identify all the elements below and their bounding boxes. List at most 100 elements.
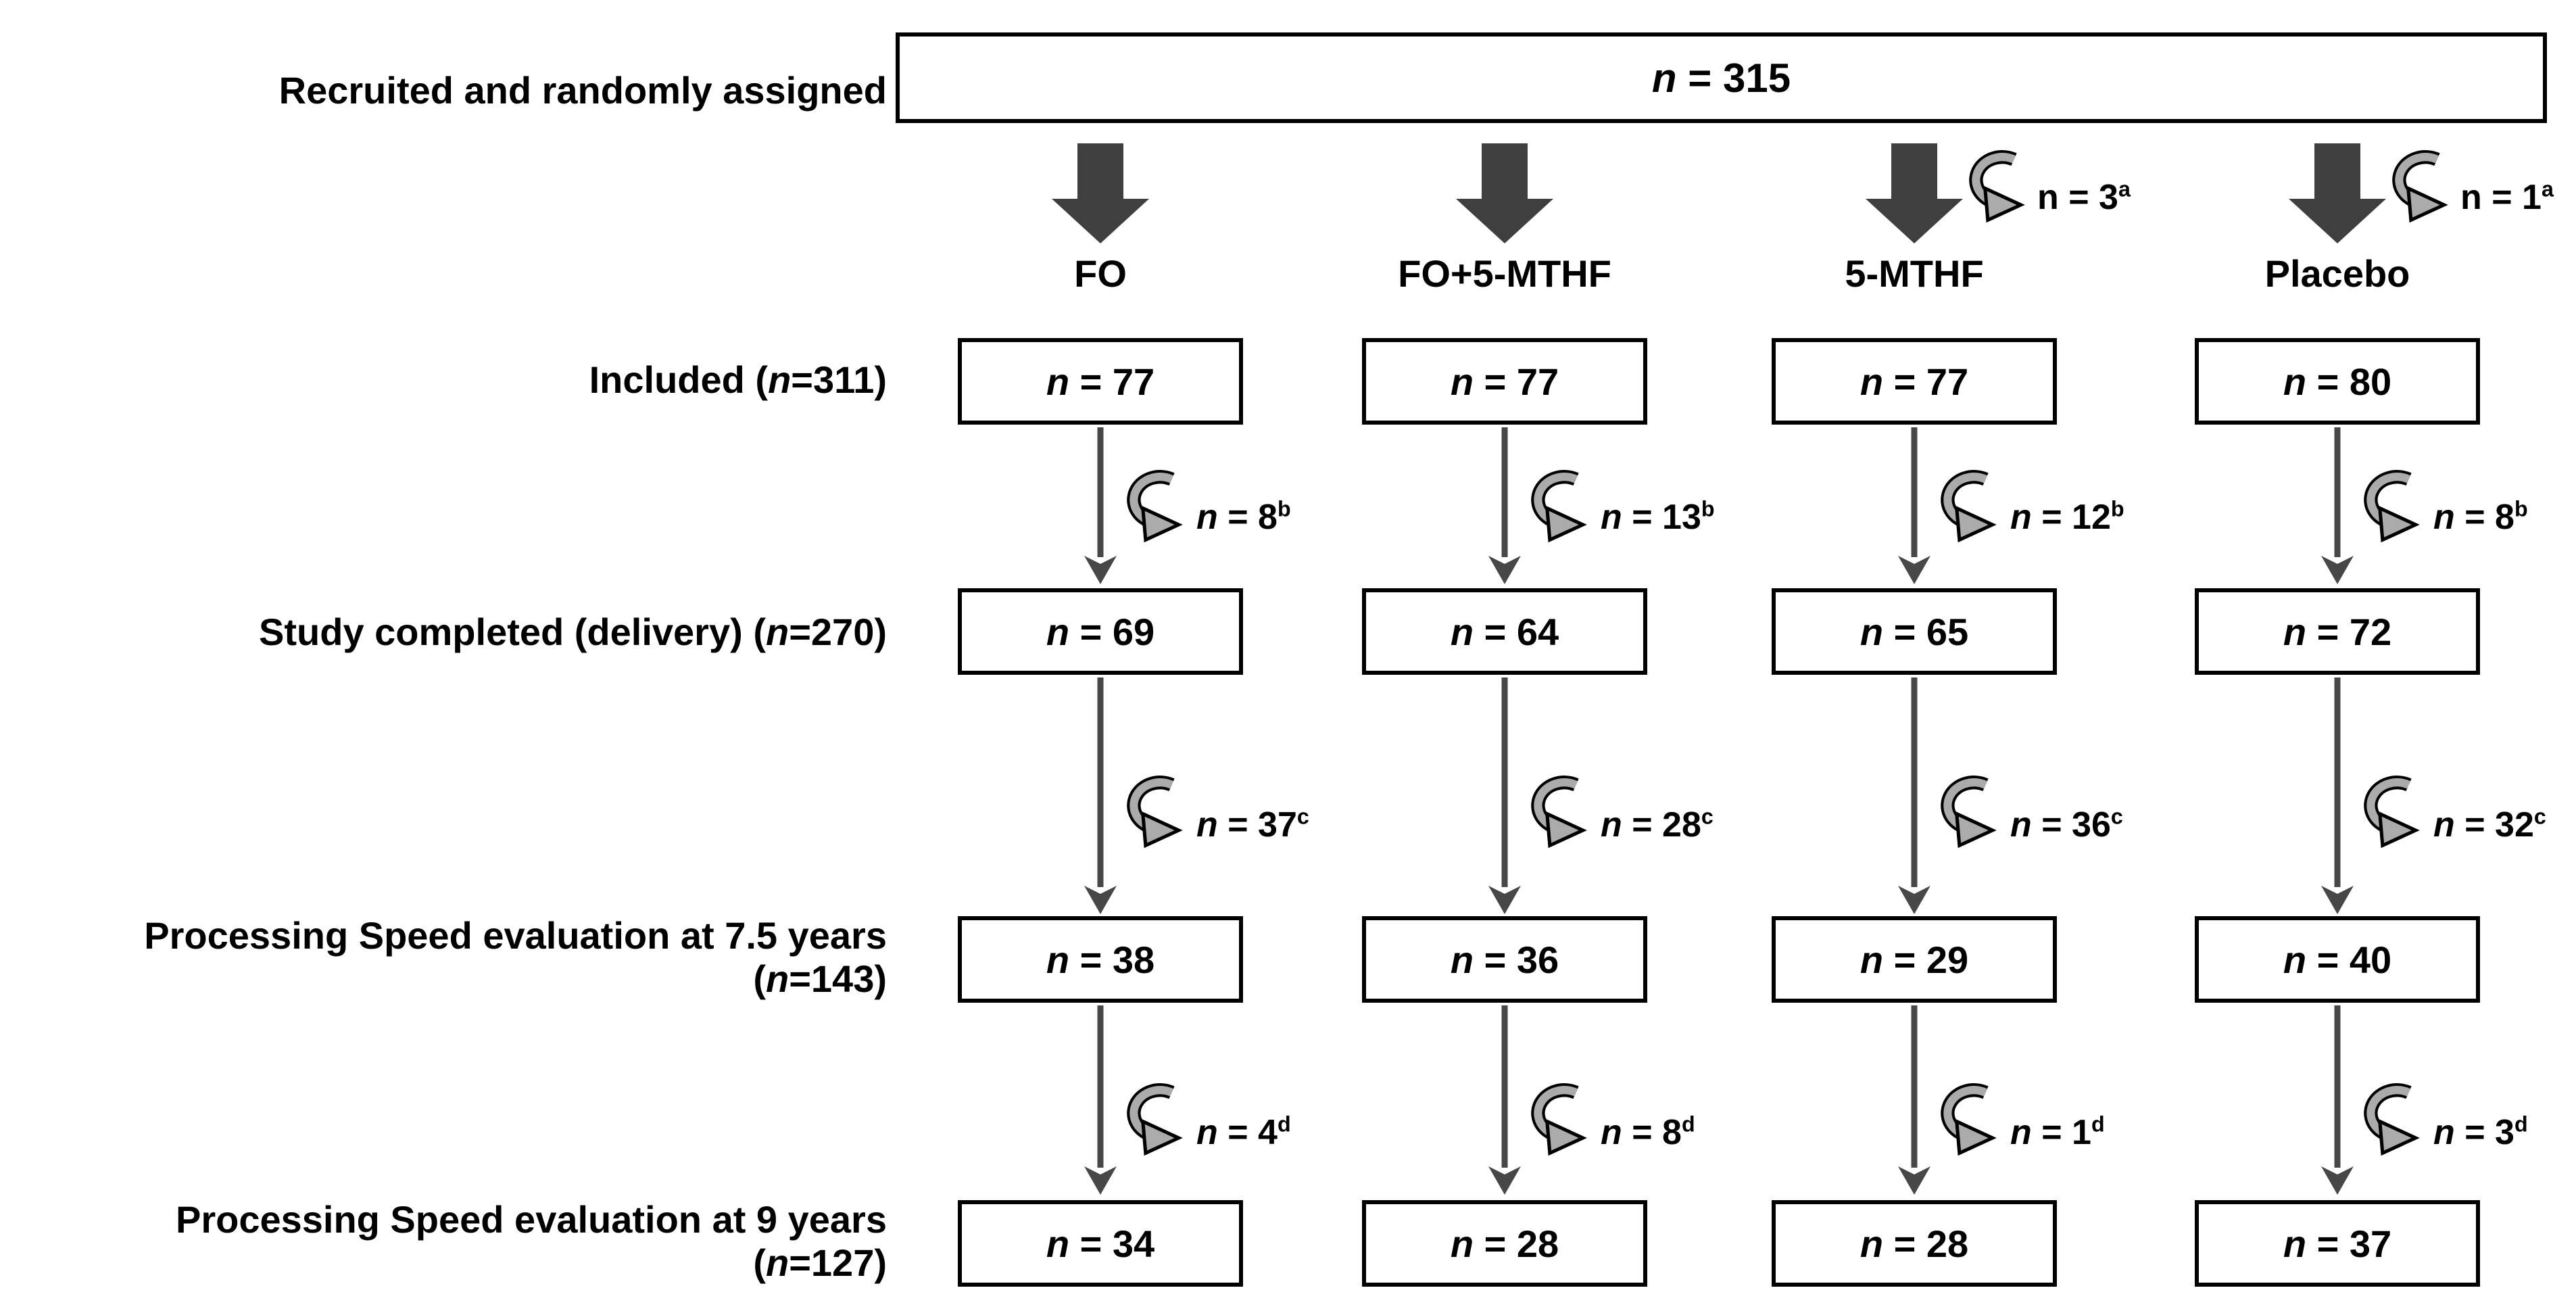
- stage-label-recruited-text: Recruited and randomly assigned: [278, 69, 887, 112]
- included-n-box: n = 77: [958, 338, 1243, 425]
- column-header-fo: FO: [1074, 252, 1127, 295]
- stage-label-included-prefix: Included (: [589, 358, 769, 401]
- n-variable: n: [765, 1241, 789, 1284]
- dropout-label-c: n = 32c: [2433, 804, 2546, 844]
- connector-line: [2334, 1005, 2341, 1168]
- dropout-loop-icon: [1114, 1078, 1190, 1158]
- connector-line: [1501, 427, 1508, 557]
- included-n-box: n = 77: [1362, 338, 1647, 425]
- connector-line: [1501, 677, 1508, 887]
- completed-n-box: n = 64: [1362, 588, 1647, 675]
- arrowhead-icon: [1898, 886, 1930, 914]
- arrowhead-icon: [1084, 556, 1117, 584]
- arrowhead-icon: [2321, 1166, 2354, 1195]
- dropout-label-d: n = 1d: [2010, 1112, 2105, 1152]
- dropout-label-b: n = 13b: [1601, 496, 1715, 537]
- stage-label-recruited: Recruited and randomly assigned: [0, 69, 887, 112]
- stage-label-included-suffix: =311): [791, 358, 887, 401]
- dropout-label-b: n = 8b: [2433, 496, 2528, 537]
- ps9-n-box: n = 28: [1362, 1200, 1647, 1287]
- paren-open: (: [753, 1241, 766, 1284]
- included-n-box: n = 77: [1772, 338, 2057, 425]
- connector-line: [2334, 427, 2341, 557]
- randomized-total-value: n = 315: [1652, 55, 1791, 101]
- stage-label-ps-9-years: Processing Speed evaluation at 9 years (…: [0, 1198, 887, 1285]
- ps75-n-box: n = 29: [1772, 916, 2057, 1003]
- arrowhead-icon: [1488, 556, 1521, 584]
- dropout-loop-icon: [2351, 1078, 2427, 1158]
- randomization-arrow-icon: [1052, 143, 1149, 243]
- column-header-placebo: Placebo: [2264, 252, 2410, 295]
- completed-n-box: n = 69: [958, 588, 1243, 675]
- dropout-label-c: n = 28c: [1601, 804, 1714, 844]
- stage-label-ps-7-5-line1: Processing Speed evaluation at 7.5 years: [144, 914, 887, 957]
- dropout-label-a: n = 1a: [2460, 176, 2554, 217]
- ps9-n-box: n = 34: [958, 1200, 1243, 1287]
- stage-label-completed-prefix: Study completed (delivery) (: [259, 611, 766, 653]
- dropout-loop-icon: [1928, 771, 2003, 851]
- dropout-label-a: n = 3a: [2037, 176, 2131, 217]
- n-variable: n: [765, 957, 789, 1000]
- connector-line: [1097, 427, 1104, 557]
- randomization-arrow-icon: [1866, 143, 1963, 243]
- column-header-5mthf: 5-MTHF: [1845, 252, 1984, 295]
- paren-open: (: [753, 957, 766, 1000]
- arrowhead-icon: [1084, 1166, 1117, 1195]
- stage-label-completed-suffix: =270): [789, 611, 887, 653]
- dropout-label-c: n = 37c: [1196, 804, 1309, 844]
- dropout-loop-icon: [1518, 465, 1594, 545]
- arrowhead-icon: [1488, 1166, 1521, 1195]
- connector-line: [1501, 1005, 1508, 1168]
- total-n-value: = 315: [1676, 55, 1791, 101]
- stage-label-ps-9-line1: Processing Speed evaluation at 9 years: [175, 1198, 887, 1241]
- arrowhead-icon: [1488, 886, 1521, 914]
- dropout-loop-icon: [1928, 465, 2003, 545]
- n-variable: n: [1651, 55, 1677, 101]
- completed-n-box: n = 72: [2195, 588, 2480, 675]
- ps75-n-box: n = 38: [958, 916, 1243, 1003]
- dropout-loop-icon: [1114, 465, 1190, 545]
- connector-line: [1911, 1005, 1918, 1168]
- connector-line: [2334, 677, 2341, 887]
- stage-label-ps-7-5-years: Processing Speed evaluation at 7.5 years…: [0, 914, 887, 1001]
- randomization-arrow-icon: [2289, 143, 2386, 243]
- connector-line: [1097, 1005, 1104, 1168]
- ps9-n-box: n = 37: [2195, 1200, 2480, 1287]
- completed-n-box: n = 65: [1772, 588, 2057, 675]
- randomized-total-box: n = 315: [896, 32, 2547, 123]
- arrowhead-icon: [2321, 886, 2354, 914]
- stage-label-ps-9-line2: (n=127): [0, 1241, 887, 1285]
- connector-line: [1911, 427, 1918, 557]
- dropout-label-b: n = 8b: [1196, 496, 1291, 537]
- paren-close: =127): [789, 1241, 887, 1284]
- dropout-loop-icon: [1114, 771, 1190, 851]
- stage-label-ps-7-5-line2: (n=143): [0, 957, 887, 1001]
- ps75-n-box: n = 40: [2195, 916, 2480, 1003]
- ps9-n-box: n = 28: [1772, 1200, 2057, 1287]
- dropout-loop-icon: [1518, 771, 1594, 851]
- arrowhead-icon: [2321, 556, 2354, 584]
- paren-close: =143): [789, 957, 887, 1000]
- dropout-label-d: n = 3d: [2433, 1112, 2528, 1152]
- arrowhead-icon: [1084, 886, 1117, 914]
- included-n-box: n = 80: [2195, 338, 2480, 425]
- n-variable: n: [768, 358, 792, 401]
- dropout-label-c: n = 36c: [2010, 804, 2123, 844]
- dropout-loop-icon: [1518, 1078, 1594, 1158]
- dropout-loop-icon: [1956, 145, 2032, 225]
- n-variable: n: [765, 611, 789, 653]
- connector-line: [1911, 677, 1918, 887]
- column-header-fo-5mthf: FO+5-MTHF: [1398, 252, 1611, 295]
- dropout-loop-icon: [2351, 771, 2427, 851]
- dropout-label-d: n = 8d: [1601, 1112, 1695, 1152]
- stage-label-completed: Study completed (delivery) (n=270): [0, 611, 887, 654]
- arrowhead-icon: [1898, 1166, 1930, 1195]
- stage-label-included: Included (n=311): [0, 358, 887, 402]
- dropout-loop-icon: [1928, 1078, 2003, 1158]
- dropout-loop-icon: [2351, 465, 2427, 545]
- dropout-label-b: n = 12b: [2010, 496, 2124, 537]
- randomization-arrow-icon: [1456, 143, 1553, 243]
- connector-line: [1097, 677, 1104, 887]
- arrowhead-icon: [1898, 556, 1930, 584]
